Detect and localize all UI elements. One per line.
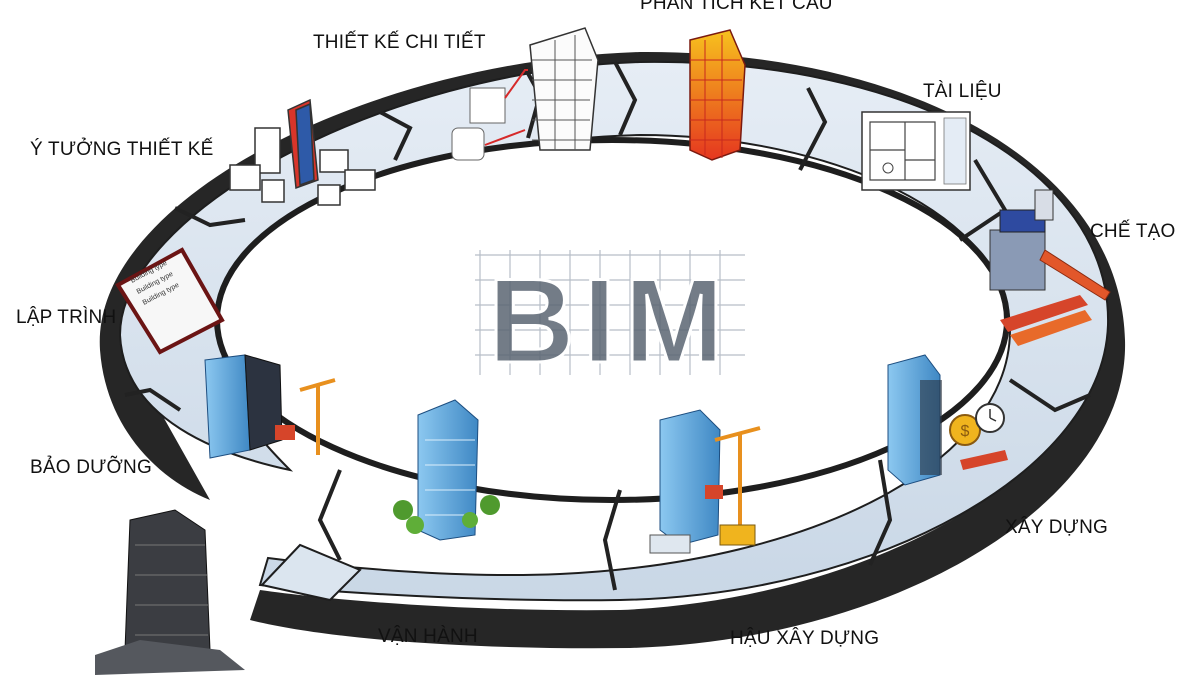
stage-label-thiet-ke-chi-tiet: THIẾT KẾ CHI TIẾT	[313, 32, 486, 53]
structural-analysis-icon	[689, 29, 746, 161]
stage-label-lap-trinh: LẬP TRÌNH	[16, 307, 117, 328]
stage-label-xay-dung: XÂY DỰNG	[1005, 517, 1109, 538]
bim-logo-text: BIM	[488, 254, 732, 388]
stage-label-hau-xay-dung: HẬU XÂY DỰNG	[730, 628, 880, 649]
stage-label-che-tao: CHẾ TẠO	[1090, 221, 1176, 242]
fabrication-icon	[989, 189, 1111, 346]
stage-label-y-tuong-thiet-ke: Ý TƯỞNG THIẾT KẾ	[30, 139, 214, 160]
programming-clipboard-icon: Building type Building type Building typ…	[115, 247, 225, 355]
construction-icon: $	[887, 354, 1008, 486]
svg-text:$: $	[961, 423, 970, 440]
stage-label-van-hanh: VẬN HÀNH	[378, 626, 478, 647]
stage-label-phan-tich-ket-cau: PHÂN TÍCH KẾT CẤU	[640, 0, 833, 14]
ring-tail	[260, 543, 362, 602]
concept-massing-icon	[229, 98, 376, 206]
documentation-icon	[861, 111, 971, 191]
post-construction-icon	[649, 409, 761, 554]
bim-logo: BIM	[475, 250, 745, 390]
dark-tower-icon	[95, 509, 245, 675]
detailed-design-icon	[451, 27, 599, 161]
operation-icon	[393, 399, 500, 541]
segment-dividers	[124, 61, 1091, 591]
maintenance-icon	[204, 354, 336, 459]
stage-label-bao-duong: BẢO DƯỠNG	[30, 457, 152, 478]
stage-label-tai-lieu: TÀI LIỆU	[923, 81, 1002, 102]
